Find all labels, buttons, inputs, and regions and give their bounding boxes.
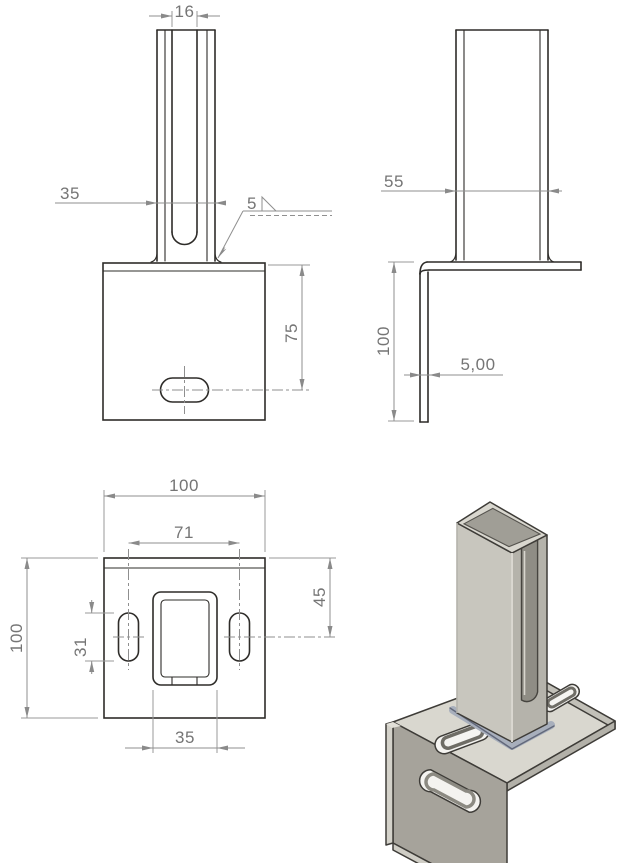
- svg-text:100: 100: [169, 476, 199, 495]
- tube-section-outer: [152, 591, 218, 686]
- dim-front-slot-width: 16: [149, 2, 220, 27]
- dim-front-tube-width: 35: [55, 184, 226, 206]
- svg-text:100: 100: [374, 326, 393, 356]
- tube-section-inner: [160, 599, 210, 678]
- front-slot-hole: [159, 377, 210, 403]
- top-left-slot: [117, 612, 140, 662]
- svg-text:5: 5: [247, 194, 257, 213]
- dim-top-tube-width: 35: [125, 690, 245, 753]
- svg-text:45: 45: [310, 587, 329, 607]
- dim-side-thickness: 5,00: [404, 355, 503, 378]
- dim-top-slot-spacing: 71: [128, 523, 240, 546]
- svg-text:35: 35: [175, 728, 195, 747]
- top-right-slot: [228, 612, 251, 662]
- top-view: 100 71 45 31: [7, 476, 336, 753]
- iso-tube-left-face: [456, 522, 513, 743]
- svg-text:75: 75: [282, 323, 301, 343]
- iso-flange-slot: [418, 768, 482, 814]
- iso-tube-slot: [520, 539, 539, 703]
- dim-side-tube-depth: 55: [381, 172, 562, 194]
- svg-text:35: 35: [60, 184, 80, 203]
- dim-top-slot-length: 31: [71, 600, 114, 674]
- dim-top-plate-depth: 100: [7, 557, 98, 719]
- svg-text:16: 16: [175, 2, 195, 21]
- dim-top-plate-width: 100: [103, 476, 266, 552]
- dim-top-slot-offset: 45: [269, 557, 336, 637]
- weld-symbol: 5: [217, 194, 332, 259]
- svg-text:5,00: 5,00: [460, 355, 495, 374]
- isometric-view: [385, 501, 616, 863]
- svg-text:100: 100: [7, 623, 26, 653]
- front-view: 16 35 75 5: [55, 2, 332, 421]
- dim-front-hole-offset: 75: [268, 264, 310, 390]
- fillet-weld-triangle-icon: [261, 195, 277, 212]
- svg-text:55: 55: [384, 172, 404, 191]
- iso-tube-opening: [462, 507, 542, 548]
- dim-side-height: 100: [374, 261, 414, 422]
- svg-text:31: 31: [71, 637, 90, 657]
- side-view: 55 100 5,00: [374, 29, 582, 423]
- svg-text:71: 71: [174, 523, 194, 542]
